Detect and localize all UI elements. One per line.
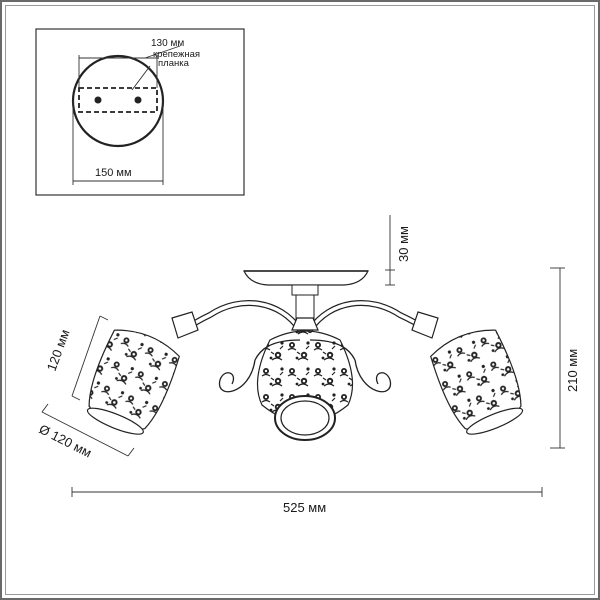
canopy-diameter-label: 150 мм — [95, 167, 132, 179]
shade-right — [430, 329, 524, 435]
canopy-height-label: 30 мм — [396, 226, 411, 262]
mount-label-line1: крепежная — [153, 49, 200, 60]
canopy-plate — [71, 54, 165, 148]
mount-width-label: 130 мм — [151, 38, 184, 49]
mount-label-line2: планка — [158, 58, 190, 69]
screw-hole-left — [94, 96, 102, 104]
canopy — [243, 270, 369, 286]
shade-left — [86, 329, 180, 435]
dimension-lines — [41, 215, 565, 497]
shade-center — [256, 330, 354, 441]
overall-width-label: 525 мм — [283, 500, 326, 515]
shade-diameter-label: Ø 120 мм — [37, 421, 95, 460]
overall-height-label: 210 мм — [565, 349, 580, 392]
inset-border — [35, 28, 245, 196]
shade-height-label: 120 мм — [44, 327, 73, 373]
mounting-inset: 130 мм крепежная планка 150 мм — [35, 28, 245, 196]
mounting-bracket — [78, 87, 158, 113]
screw-hole-right — [134, 96, 142, 104]
fixture — [86, 270, 524, 441]
